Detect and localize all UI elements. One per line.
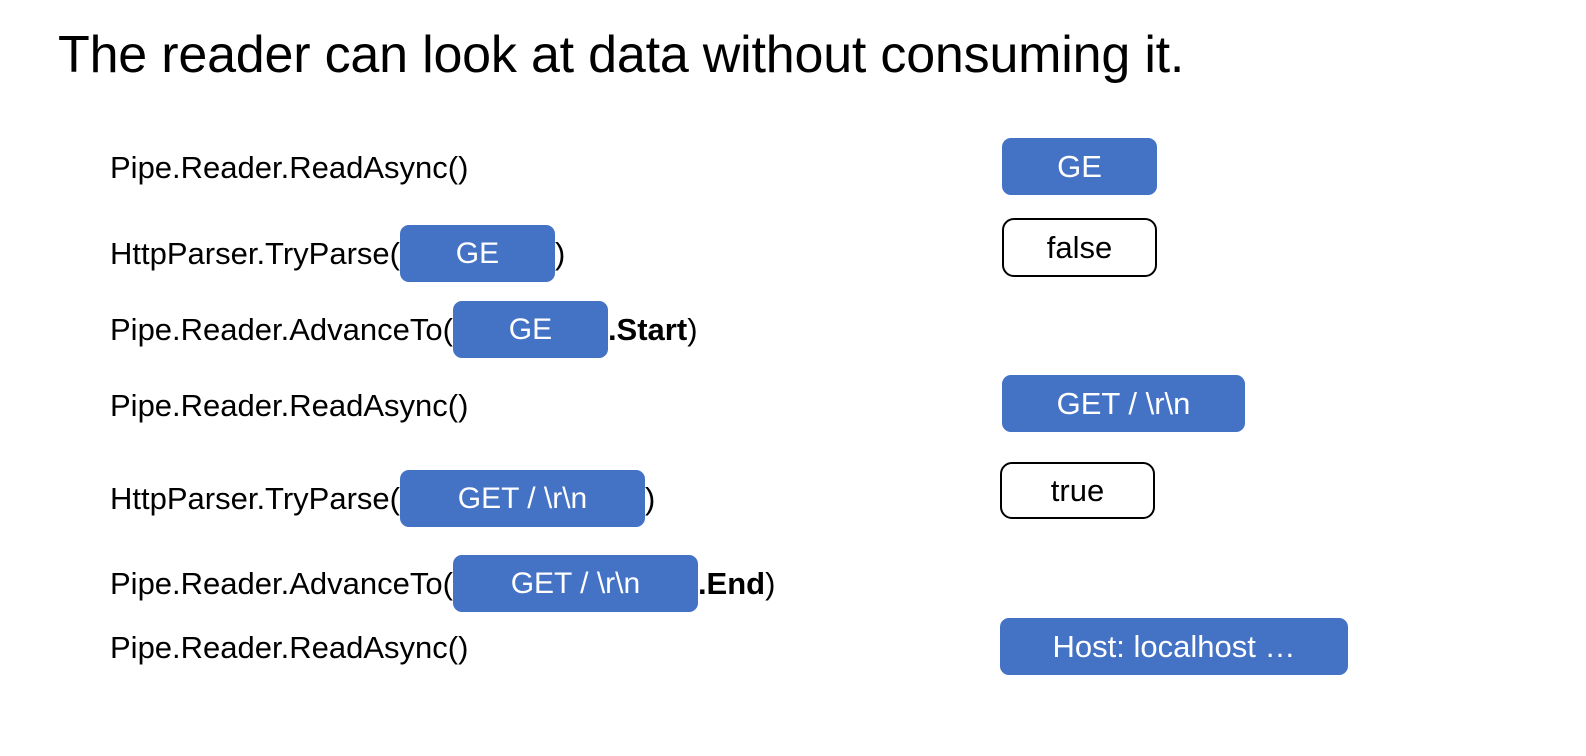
code-row-advance-to-2: Pipe.Reader.AdvanceTo( GET / \r\n .End ) [110,555,775,612]
code-text-suffix: ) [554,235,566,271]
code-text-suffix: ) [687,311,698,347]
result-pill-read-async-1[interactable]: GE [1002,138,1157,195]
result-pill-read-async-3[interactable]: Host: localhost … [1000,618,1348,675]
code-row-read-async-1: Pipe.Reader.ReadAsync() [110,148,468,188]
code-text-prefix: Pipe.Reader.AdvanceTo( [110,311,453,347]
result-pill-read-async-2[interactable]: GET / \r\n [1002,375,1245,432]
code-row-try-parse-1: HttpParser.TryParse( GE ) [110,225,565,282]
code-row-read-async-2: Pipe.Reader.ReadAsync() [110,386,468,426]
buffer-pill-ge[interactable]: GE [399,225,555,282]
buffer-pill-get-request[interactable]: GET / \r\n [452,555,698,612]
code-text-prefix: HttpParser.TryParse( [110,235,400,271]
code-text-suffix: ) [644,480,656,516]
result-pill-try-parse-1[interactable]: false [1002,218,1157,277]
code-row-read-async-3: Pipe.Reader.ReadAsync() [110,628,468,668]
code-text-prefix: HttpParser.TryParse( [110,480,400,516]
page-title: The reader can look at data without cons… [58,26,1185,84]
code-text-suffix-bold: .Start [607,311,688,347]
code-text-prefix: Pipe.Reader.ReadAsync() [110,388,469,423]
code-text-prefix: Pipe.Reader.ReadAsync() [110,150,469,185]
code-row-advance-to-1: Pipe.Reader.AdvanceTo( GE .Start ) [110,301,698,358]
code-text-prefix: Pipe.Reader.ReadAsync() [110,630,469,665]
code-text-prefix: Pipe.Reader.AdvanceTo( [110,565,453,601]
code-text-suffix-bold: .End [697,565,766,601]
code-row-try-parse-2: HttpParser.TryParse( GET / \r\n ) [110,470,655,527]
buffer-pill-get-request[interactable]: GET / \r\n [399,470,645,527]
result-pill-try-parse-2[interactable]: true [1000,462,1155,519]
code-text-suffix: ) [765,565,776,601]
buffer-pill-ge[interactable]: GE [452,301,608,358]
